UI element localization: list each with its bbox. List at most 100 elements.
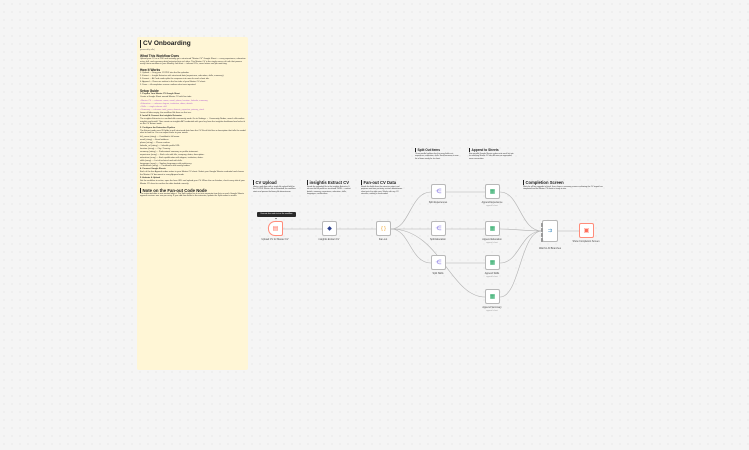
step3-body: The Extract node uses 26 fields to pull … [140,129,246,135]
wire [390,228,432,264]
field-spec: languages (array) — Spoken languages wit… [140,162,192,165]
field-spec: summary (string) — Professional summary … [140,150,199,153]
input-handle[interactable] [541,223,543,227]
section-title: Completion Screen [523,180,611,185]
split-icon: ⋲ [435,225,442,232]
field-spec: certifications (array) — Certificates an… [140,165,191,168]
wire [499,191,543,232]
code-icon: { } [381,225,386,232]
google-sheets-icon: ▦ [489,225,496,232]
input-handle[interactable] [541,233,543,237]
note-title: CV Onboarding [140,40,246,48]
node-label: Show Completion Screen [572,240,600,243]
field-spec: experience (array) — Each role with titl… [140,153,205,156]
extract-cv-node[interactable]: ◆ [322,221,337,236]
tab-spec: • Master CV — columns: name, email, phon… [140,99,208,102]
wire [499,230,543,264]
append-experience-node[interactable]: ▦ [485,184,500,199]
step4-body: Each of the five Append nodes writes to … [140,171,244,177]
google-sheets-icon: ▦ [489,188,496,195]
how-item: 2. Extract — Insight Extractor with stru… [140,75,224,78]
section-body: Hosts a web form with a single file uplo… [253,186,296,193]
sticky-fanout[interactable]: Fan-out CV Data Reads the fields from th… [361,180,405,196]
sticky-append-sheets[interactable]: Append to Sheets Five parallel Google Sh… [469,148,515,160]
field-spec: skills (array) — List of technical and s… [140,159,183,162]
field-spec: full_name (string) — Candidate's full na… [140,135,180,138]
step1-heading: 1. Prepare Your Master CV Google Sheet [140,93,180,96]
field-spec: linkedin_url (string) — LinkedIn profile… [140,144,181,147]
node-label: insightis Extract CV [318,238,340,241]
merge-icon: ⇉ [547,228,553,234]
step2-body: The insightis Extractor is a verified n8… [140,118,246,126]
split-education-node[interactable]: ⋲ [431,221,446,236]
section-title: Split Out Items [415,148,461,152]
input-handle[interactable] [541,238,543,242]
tab-spec: • Summary — columns: total_years, domain… [140,108,205,111]
upload-cv-node[interactable]: ▤ [268,221,283,236]
input-handle[interactable] [541,228,543,232]
step2-heading: 2. Install & Connect the insightis Extra… [140,115,182,118]
form-icon: ▤ [272,225,279,232]
step1-note: Leave all tabs empty; the workflow fills… [140,111,192,114]
tab-spec: • Education — columns: degree, instituti… [140,102,193,105]
sticky-split-items[interactable]: Split Out Items Three parallel splitters… [415,148,461,160]
node-label: Append Education [482,238,502,241]
how-item: 4. Append — Rows are written to the five… [140,81,206,84]
google-sheets-icon: ▦ [489,259,496,266]
note-byline: (powered by n8n) [140,49,155,51]
step5-heading: 5. Activate & Upload [140,177,161,180]
execute-tooltip: Execute this node to test the workflow [257,212,296,219]
how-item: 1. Upload — Drag your CV PDF into the fi… [140,72,190,75]
node-label: Append Experience [481,201,503,204]
append-summary-node[interactable]: ▦ [485,289,500,304]
how-item: 3. Format — AI Code node splits the resp… [140,78,210,81]
how-heading: How It Works [140,67,161,72]
how-list: 1. Upload — Drag your CV PDF into the fi… [140,72,246,87]
node-label: Split Skills [432,272,444,275]
split-skills-node[interactable]: ⋲ [431,255,446,270]
wire [499,230,543,298]
section-body: Waits for all five appends to finish, th… [523,186,603,191]
wait-all-branches-node[interactable]: ⇉ [542,220,558,242]
node-label: Upload CV for Master CV [261,238,289,241]
append-education-node[interactable]: ▦ [485,221,500,236]
step5-body: Set the workflow to active, open the for… [140,180,245,186]
sticky-completion[interactable]: Completion Screen Waits for all five app… [523,180,611,191]
step3-heading: 3. Configure the Extraction Pipeline [140,126,176,129]
main-sticky-note[interactable]: CV Onboarding (powered by n8n) What This… [137,37,248,370]
how-item: 5. Done — A completion screen confirms w… [140,84,197,87]
fanout-node[interactable]: { } [376,221,391,236]
section-title: CV Upload [253,180,297,185]
node-subtitle: append: sheet [486,204,498,207]
setup-heading: Setup Guide [140,88,159,93]
wire [390,191,432,230]
split-experiences-node[interactable]: ⋲ [431,184,446,199]
google-sheets-icon: ▦ [489,293,496,300]
section-title: insightis Extract CV [307,180,351,185]
node-subtitle: append: sheet [486,309,498,312]
sticky-cv-upload[interactable]: CV Upload Hosts a web form with a single… [253,180,297,193]
wire [499,228,543,232]
fanout-note-body: The extracted data is one nested object.… [140,192,244,198]
section-body: Sends the uploaded file to the insightis… [307,186,351,196]
field-spec: education (array) — Each qualification w… [140,156,204,159]
field-spec: location (string) — City / Country. [140,147,171,150]
node-label: Append Summary [482,306,502,309]
append-skills-node[interactable]: ▦ [485,255,500,270]
field-spec: email (string) — Email address. [140,138,169,141]
step1-body: Create a Google Sheet named Master CV wi… [140,96,192,99]
section-title: Append to Sheets [469,148,515,152]
field-spec: phone (string) — Phone number. [140,141,171,144]
node-subtitle: append: sheet [486,241,498,244]
sticky-extract-cv[interactable]: insightis Extract CV Sends the uploaded … [307,180,351,196]
node-label: Append Skills [484,272,500,275]
section-body: Reads the fields from the extractor outp… [361,186,403,196]
completion-screen-node[interactable]: ▣ [579,223,594,238]
step4-heading: 4. Connect Google Sheets [140,168,166,171]
section-title: Fan-out CV Data [361,180,405,185]
node-label: Wait for All Branches [538,247,562,250]
split-icon: ⋲ [435,188,442,195]
node-label: Split Experiences [428,201,448,204]
